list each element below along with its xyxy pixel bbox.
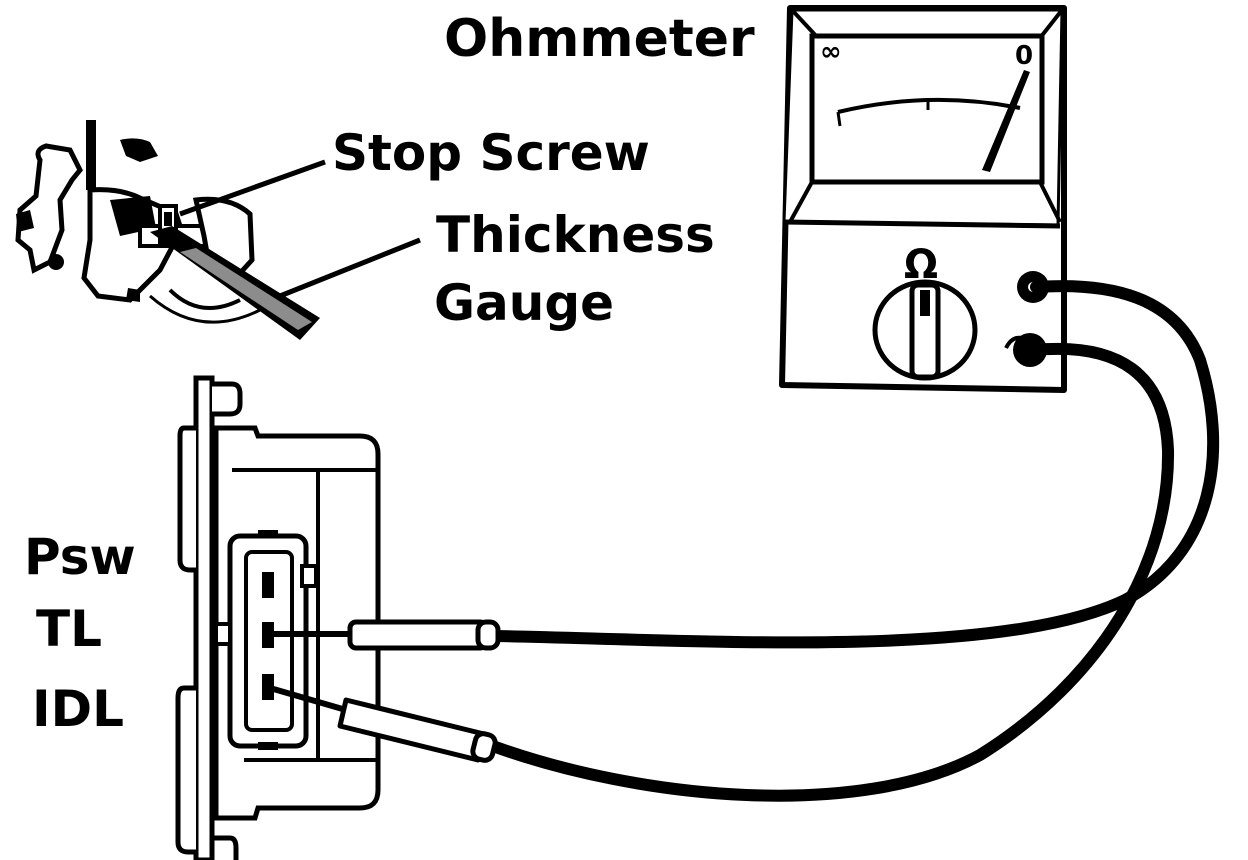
thickness-gauge <box>150 226 320 340</box>
thickness-gauge-leader <box>279 237 421 299</box>
ohmmeter-needle <box>982 70 1030 172</box>
stop-screw-label: Stop Screw <box>332 124 650 182</box>
thickness-label: Thickness <box>436 206 715 264</box>
throttle-position-sensor <box>175 375 381 860</box>
psw-label: Psw <box>24 528 136 586</box>
tl-label: TL <box>36 600 102 658</box>
idl-label: IDL <box>32 680 124 738</box>
stop-screw-leader <box>179 159 326 217</box>
ohm-symbol: Ω <box>904 242 938 288</box>
ohmmeter: ∞ 0 Ω <box>779 5 1067 393</box>
test-lead-upper[interactable] <box>489 280 1220 649</box>
terminal-tl[interactable] <box>262 622 274 648</box>
test-leads <box>484 280 1220 802</box>
test-lead-lower[interactable] <box>484 342 1175 802</box>
throttle-body-sketch <box>15 120 261 324</box>
terminal-psw[interactable] <box>262 572 274 598</box>
probe-tl[interactable] <box>270 619 501 651</box>
gauge-label: Gauge <box>434 274 614 332</box>
scale-zero-label: 0 <box>1015 41 1033 71</box>
range-selector-knob[interactable] <box>872 279 978 381</box>
scale-infinity-label: ∞ <box>820 37 842 67</box>
ohmmeter-label: Ohmmeter <box>444 9 755 69</box>
terminal-idl[interactable] <box>262 674 274 700</box>
probe-idl[interactable] <box>269 685 498 763</box>
